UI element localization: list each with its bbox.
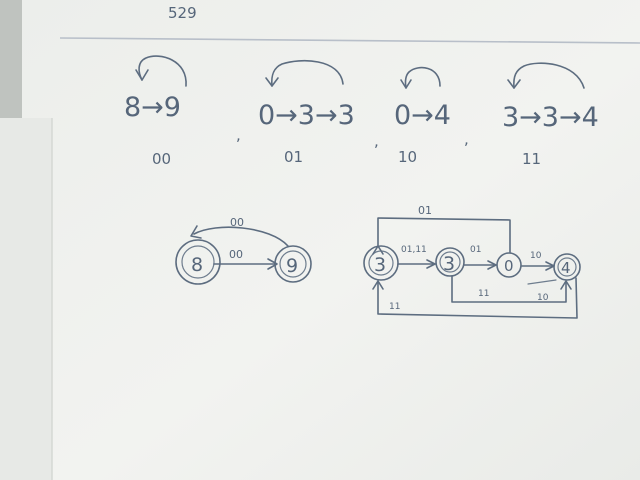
separator-2: , [374, 132, 379, 150]
loop-arrow-2-head [265, 77, 279, 87]
ruled-line [59, 37, 640, 44]
state-3b-outer [435, 247, 465, 277]
paper-sheet [18, 0, 640, 480]
code-2: 01 [284, 148, 303, 166]
loop-arrow-3-head [400, 79, 412, 89]
sequence-row: 8→9 00 , 0→3→3 01 , 0→4 10 , 3→3→4 11 [124, 55, 599, 168]
edge-top-loop-head [372, 245, 384, 255]
sequence-4: 3→3→4 [502, 102, 599, 133]
edge-top-loop [377, 217, 511, 253]
loop-arrow-3 [404, 66, 441, 89]
edge-8-to-9-head [267, 258, 278, 270]
edge-3a-3b-label: 01,11 [401, 245, 427, 255]
edge-4-3a-bottom [377, 277, 578, 319]
edge-9-to-8-label: 00 [230, 216, 244, 229]
separator-1: , [236, 126, 241, 144]
state-9-label: 9 [286, 255, 298, 277]
edge-9-to-8 [193, 226, 289, 247]
state-3b-label: 3 [443, 253, 455, 275]
loop-arrow-4-head [507, 79, 521, 89]
edge-3b-4-lower-head [560, 280, 572, 290]
paper-edge-left [0, 0, 22, 120]
edge-9-to-8-head [190, 225, 202, 239]
state-4-label: 4 [561, 259, 571, 277]
state-4-outer [553, 253, 581, 281]
edge-top-loop-label: 01 [418, 204, 432, 217]
loop-arrow-4 [513, 62, 585, 89]
state-3b-inner [439, 251, 461, 273]
sequence-2: 0→3→3 [258, 100, 355, 131]
edge-3b-4-lower-label: 11 [478, 289, 489, 299]
edge-3b-0-label: 01 [470, 245, 481, 255]
sequence-1: 8→9 [124, 92, 181, 123]
edge-4-0-label: 10 [537, 293, 549, 303]
paper-strip-left [0, 118, 52, 480]
diagram-left: 8 9 00 00 [175, 216, 312, 285]
state-0-label: 0 [504, 257, 514, 275]
top-number: 529 [168, 4, 197, 22]
loop-arrow-1-head [135, 69, 149, 81]
edge-0-4-head [545, 261, 555, 271]
diagram-right: 3 3 0 4 01,11 01 10 10 01 11 [363, 204, 581, 319]
edge-8-to-9-label: 00 [229, 248, 243, 261]
separator-3: , [464, 130, 469, 148]
state-8-inner [181, 245, 215, 279]
edge-3b-4-lower [451, 275, 567, 303]
state-3a-label: 3 [374, 254, 386, 276]
edge-4-3a-bottom-head [372, 280, 384, 290]
state-4-inner [557, 257, 577, 277]
edge-4-0-lower [527, 279, 557, 285]
code-1: 00 [152, 150, 171, 168]
sequence-3: 0→4 [394, 100, 451, 131]
code-3: 10 [398, 148, 417, 166]
loop-arrow-2 [270, 59, 344, 87]
edge-4-3a-bottom-label: 11 [389, 302, 400, 312]
state-0-outer [496, 252, 522, 278]
state-8-label: 8 [191, 254, 203, 276]
edge-3a-3b-head [426, 259, 436, 269]
edge-0-4-label: 10 [530, 251, 542, 261]
code-4: 11 [522, 150, 541, 168]
state-8-outer [175, 239, 221, 285]
loop-arrow-1 [138, 55, 187, 87]
state-9-inner [279, 250, 307, 278]
edge-3b-0-head [487, 260, 497, 270]
state-3a-outer [363, 245, 399, 281]
